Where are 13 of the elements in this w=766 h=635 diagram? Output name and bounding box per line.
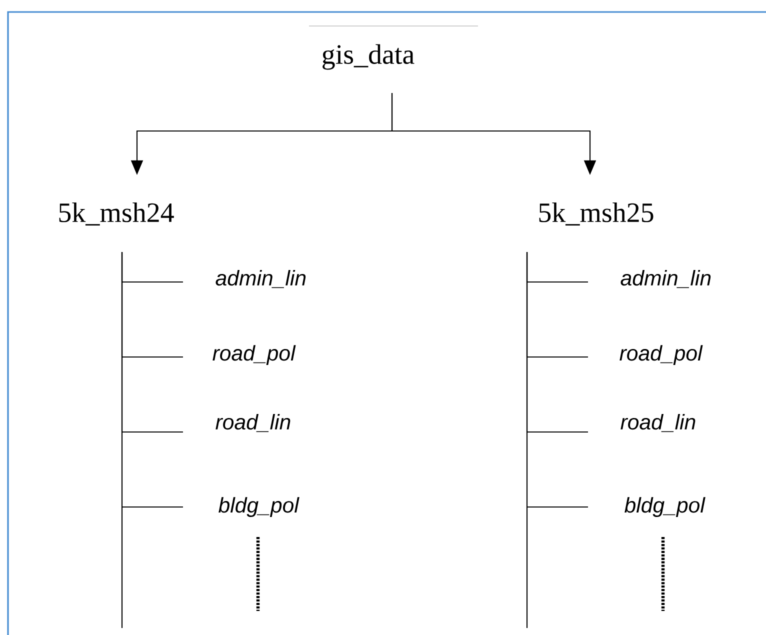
folder-label: gis_data	[322, 44, 414, 70]
layer-label: road_lin	[620, 414, 696, 432]
layer-label: admin_lin	[620, 270, 711, 288]
tree-line	[526, 252, 588, 508]
layer-label: admin_lin	[216, 270, 306, 288]
folder-label: 5k_msh25	[539, 202, 654, 226]
tree-line	[121, 252, 183, 508]
layer-label: bldg_pol	[624, 497, 706, 517]
layer-label: road_pol	[212, 345, 296, 365]
folder-label: 5k_msh24	[59, 202, 174, 226]
layer-label: road_lin	[216, 414, 290, 432]
layer-label: bldg_pol	[218, 497, 300, 517]
layer-label: road_pol	[620, 345, 703, 365]
